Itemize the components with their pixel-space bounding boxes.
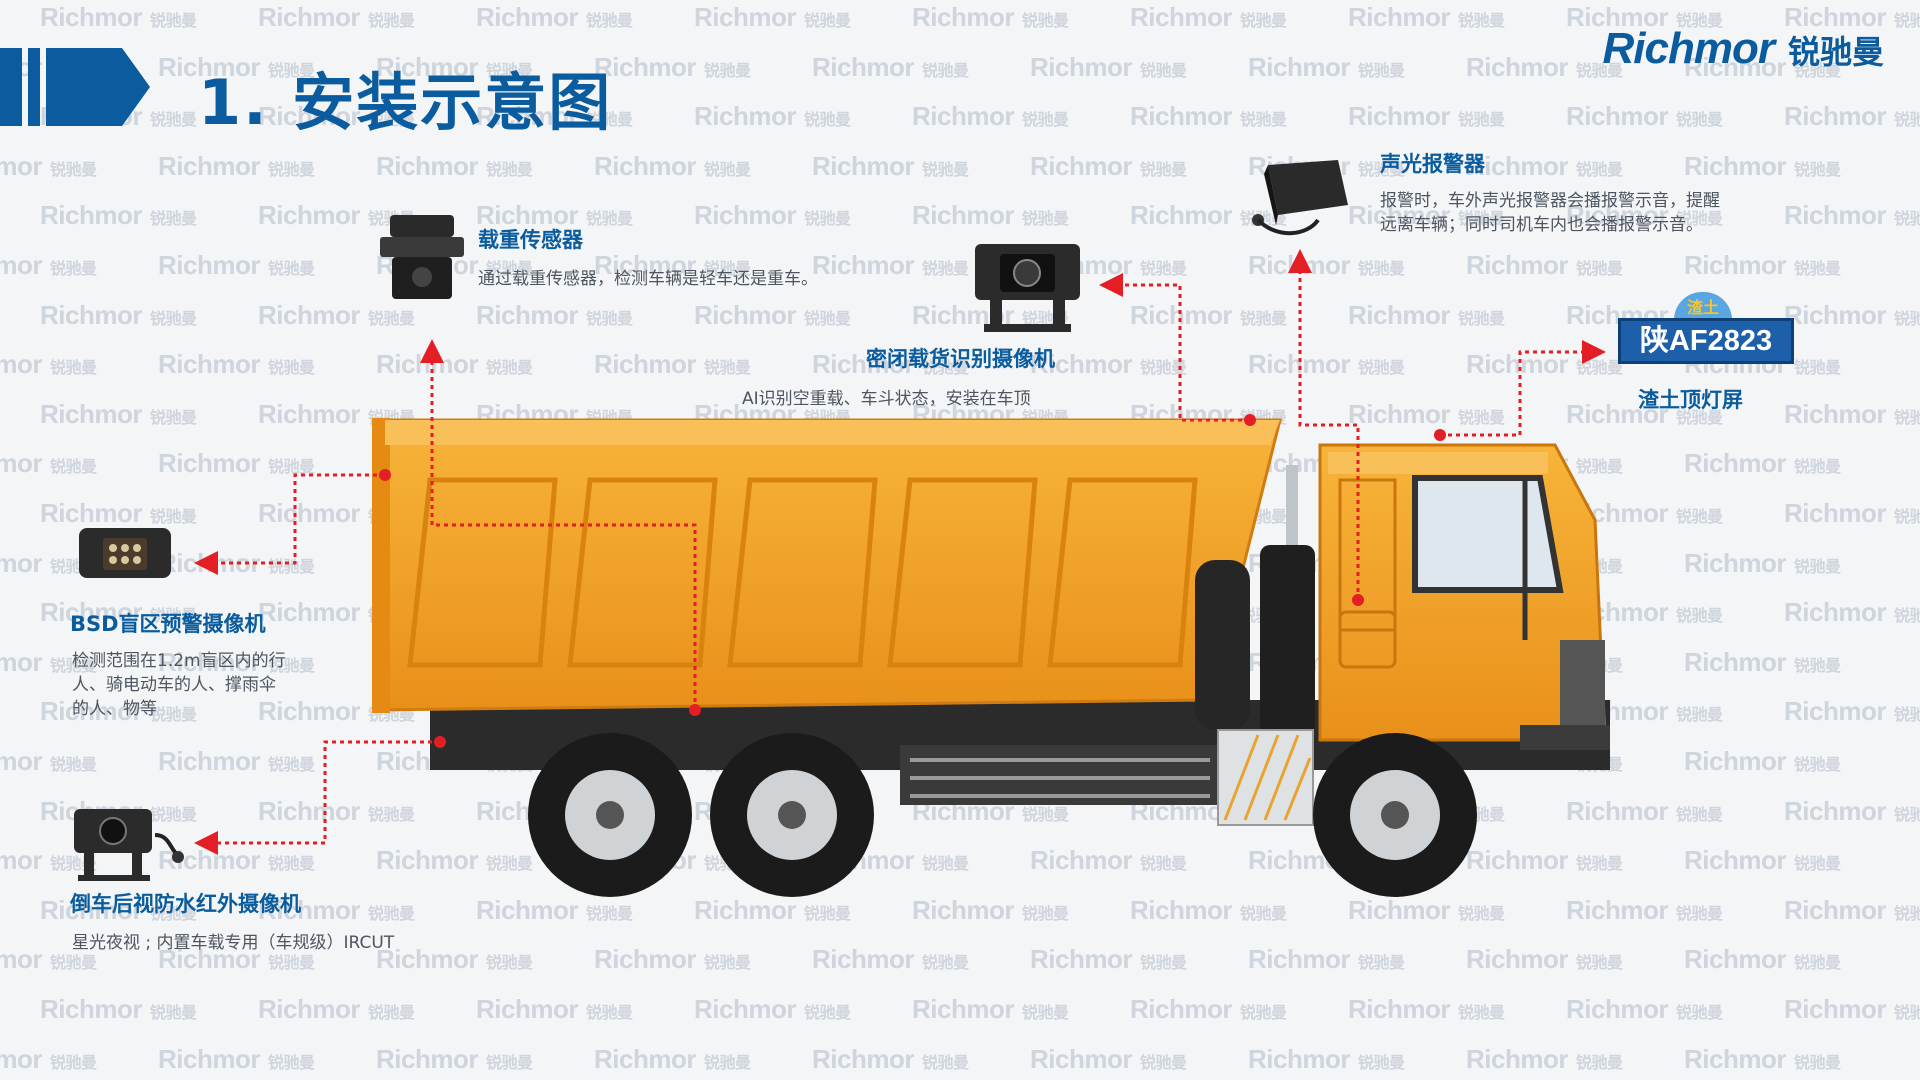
plate-text: 陕AF2823 bbox=[1618, 318, 1794, 364]
alarm-desc-line1: 报警时，车外声光报警器会播报警示音，提醒 bbox=[1380, 191, 1720, 211]
roof-light-label: 渣土顶灯屏 bbox=[1638, 388, 1743, 412]
roof-light-icon: 渣土 陕AF2823 bbox=[1618, 292, 1794, 367]
title-arrow-bar bbox=[0, 48, 150, 126]
rear-wheel-2 bbox=[710, 733, 874, 897]
load-sensor-desc: 通过载重传感器，检测车辆是轻车还是重车。 bbox=[478, 269, 818, 289]
bsd-desc-line2: 人、骑电动车的人、撑雨伞 bbox=[72, 675, 276, 695]
connector-dots bbox=[379, 414, 1446, 748]
bsd-camera-label: BSD盲区预警摄像机 bbox=[70, 612, 266, 636]
brand-logo: Richmor 锐驰曼 bbox=[1603, 24, 1885, 74]
line-bsd bbox=[194, 473, 385, 575]
rear-camera-label: 倒车后视防水红外摄像机 bbox=[70, 892, 301, 916]
bsd-desc-line1: 检测范围在1.2m盲区内的行 bbox=[72, 651, 286, 671]
cargo-camera-label: 密闭载货识别摄像机 bbox=[866, 347, 1055, 371]
rear-camera-icon bbox=[74, 809, 184, 881]
front-wheel bbox=[1313, 733, 1477, 897]
roof-light-badge: 渣土 bbox=[1674, 292, 1732, 320]
dump-truck bbox=[372, 418, 1610, 897]
alarm-label: 声光报警器 bbox=[1380, 152, 1485, 176]
load-sensor-icon bbox=[380, 215, 464, 299]
line-load-sensor bbox=[420, 339, 697, 710]
camera-icon bbox=[975, 244, 1080, 332]
line-roof-light bbox=[1440, 340, 1606, 437]
connector-lines bbox=[194, 249, 1606, 855]
line-cargo-camera bbox=[1099, 273, 1250, 422]
line-rear-camera bbox=[194, 740, 440, 855]
load-sensor-label: 载重传感器 bbox=[478, 228, 583, 252]
line-alarm bbox=[1288, 249, 1360, 600]
cargo-camera-desc: AI识别空重载、车斗状态，安装在车顶 bbox=[742, 389, 1031, 409]
logo-text-cn: 锐驰曼 bbox=[1787, 33, 1884, 71]
rear-camera-desc: 星光夜视 ; 内置车载专用（车规级）IRCUT bbox=[72, 933, 395, 953]
alarm-speaker-icon bbox=[1252, 160, 1348, 236]
alarm-desc-line2: 远离车辆；同时司机车内也会播报警示音。 bbox=[1380, 215, 1703, 235]
bsd-desc-line3: 的人、物等 bbox=[72, 699, 157, 719]
logo-text-en: Richmor bbox=[1602, 24, 1775, 73]
page-title: 1. 安装示意图 bbox=[198, 66, 613, 139]
bsd-camera-icon bbox=[79, 528, 171, 578]
rear-wheel-1 bbox=[528, 733, 692, 897]
